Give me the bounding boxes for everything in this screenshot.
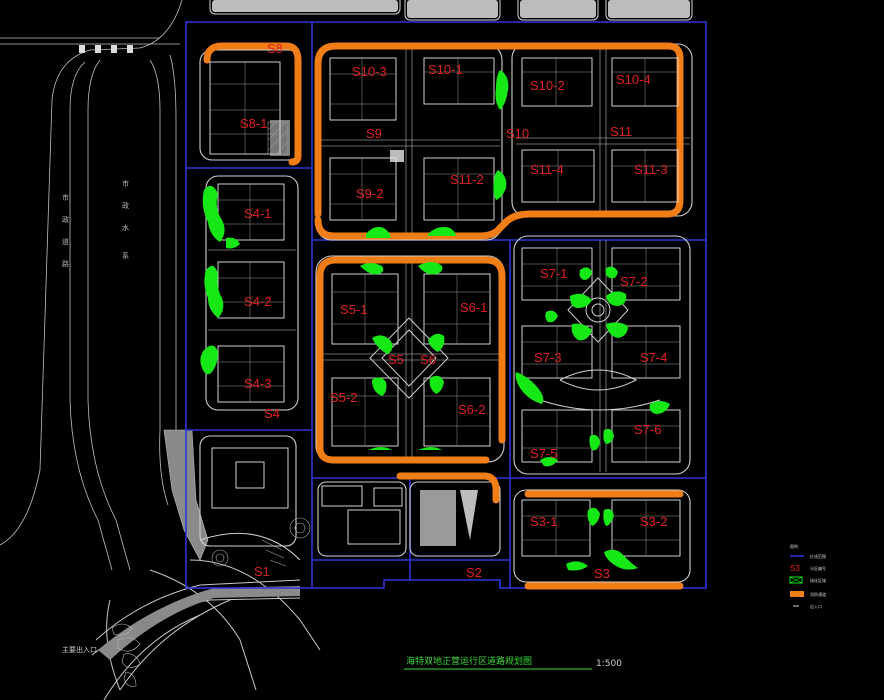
legend-text-green: 绿化区域 <box>810 577 826 583</box>
legend-text-route: 消防通道 <box>810 591 826 597</box>
block-label-s10-3: S10-3 <box>352 64 387 79</box>
block-label-s7-5: S7-5 <box>530 446 557 461</box>
road-text-col-2: 市 政 水 系 <box>122 179 129 260</box>
block-label-s10-1: S10-1 <box>428 62 463 77</box>
fire-lane-route <box>203 42 684 590</box>
block-label-s7-1: S7-1 <box>540 266 567 281</box>
entrance-label: 主要出入口 <box>62 645 97 654</box>
legend-text-entrance: 出入口 <box>810 603 822 609</box>
building-details <box>210 58 680 556</box>
block-label-s5: S5 <box>388 352 404 367</box>
svg-text:水: 水 <box>122 223 129 232</box>
svg-text:市: 市 <box>122 179 129 188</box>
block-label-s11-4: S11-4 <box>530 162 564 177</box>
legend-swatch-route <box>790 591 804 597</box>
block-label-s6-1: S6-1 <box>460 300 487 315</box>
block-label-s11-2: S11-2 <box>450 172 484 187</box>
block-label-s7-6: S7-6 <box>634 422 661 437</box>
green-areas <box>200 70 670 571</box>
svg-text:市: 市 <box>62 193 69 202</box>
block-label-s8: S8 <box>267 41 283 56</box>
block-label-s11-3: S11-3 <box>634 162 668 177</box>
block-label-s7-2: S7-2 <box>620 274 647 289</box>
block-label-s8-1: S8-1 <box>240 116 267 131</box>
block-label-s3-1: S3-1 <box>530 514 557 529</box>
plaza-rings <box>211 517 311 567</box>
legend-text-boundary: 红线范围 <box>810 553 826 559</box>
drawing-scale: 1:500 <box>596 659 622 669</box>
legend: 图例 红线范围 S3 分区编号 绿化区域 消防通道 出入口 <box>789 543 826 609</box>
top-existing-buildings-fill <box>212 0 690 18</box>
block-label-s4-3: S4-3 <box>244 376 271 391</box>
svg-text:政: 政 <box>122 201 129 210</box>
block-label-s2: S2 <box>466 565 482 580</box>
block-label-s7-4: S7-4 <box>640 350 667 365</box>
block-label-s3: S3 <box>594 566 610 581</box>
legend-text-label: 分区编号 <box>810 565 826 571</box>
block-label-s11: S11 <box>610 124 632 139</box>
block-label-s4-2: S4-2 <box>244 294 271 309</box>
drawing-title: 海特双地正营运行区道路规划图 <box>406 655 532 667</box>
block-label-s6-2: S6-2 <box>458 402 485 417</box>
block-label-s10-2: S10-2 <box>530 78 565 93</box>
block-label-s4-1: S4-1 <box>244 206 271 221</box>
s8-hatch <box>267 121 289 155</box>
block-label-s4: S4 <box>264 406 280 421</box>
block-label-s5-1: S5-1 <box>340 302 367 317</box>
block-label-s7-3: S7-3 <box>534 350 561 365</box>
entrance-gray-road <box>98 586 300 660</box>
block-label-s10: S10 <box>506 126 529 141</box>
svg-text:系: 系 <box>122 251 129 260</box>
s8-hatch-lines <box>267 121 289 155</box>
block-label-s6: S6 <box>420 352 436 367</box>
inner-roads <box>208 48 690 472</box>
contour-lines <box>111 623 141 687</box>
legend-swatch-label: S3 <box>790 564 800 573</box>
block-label-s1: S1 <box>254 564 270 579</box>
block-label-s9: S9 <box>366 126 382 141</box>
block-label-s10-4: S10-4 <box>616 72 651 87</box>
legend-swatch-green <box>789 576 803 584</box>
road-text-col-1: 市 政 道 路 <box>62 193 69 268</box>
svg-text:路: 路 <box>62 259 69 268</box>
west-road-area <box>0 0 183 571</box>
svg-text:政: 政 <box>62 215 69 224</box>
legend-heading: 图例 <box>790 543 798 549</box>
block-label-s9-2: S9-2 <box>356 186 383 201</box>
block-labels: S8 S8-1 S10-3 S10-1 S10-2 S10-4 S9 S10 S… <box>240 41 668 581</box>
west-road-markers <box>79 45 133 53</box>
block-label-s5-2: S5-2 <box>330 390 357 405</box>
block-label-s3-2: S3-2 <box>640 514 667 529</box>
svg-text:道: 道 <box>62 237 69 246</box>
